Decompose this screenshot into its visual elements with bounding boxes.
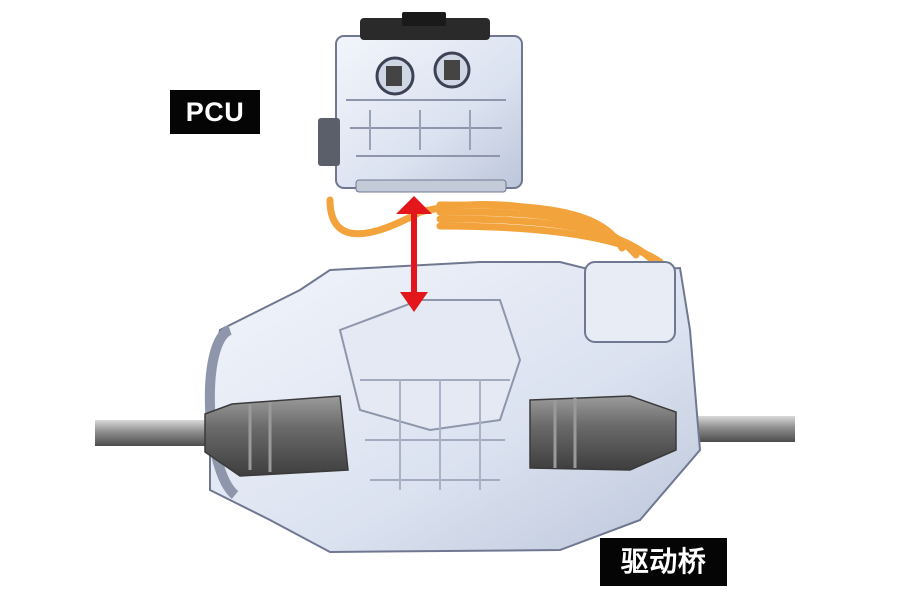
pcu-label: PCU [170, 90, 260, 134]
drive-axle-body [204, 261, 702, 554]
drive-axle-label: 驱动桥 [600, 538, 727, 586]
power-cables [326, 196, 664, 266]
cv-boots [204, 395, 677, 477]
pcu-unit [318, 12, 523, 193]
double-headed-arrow-icon [396, 196, 432, 312]
